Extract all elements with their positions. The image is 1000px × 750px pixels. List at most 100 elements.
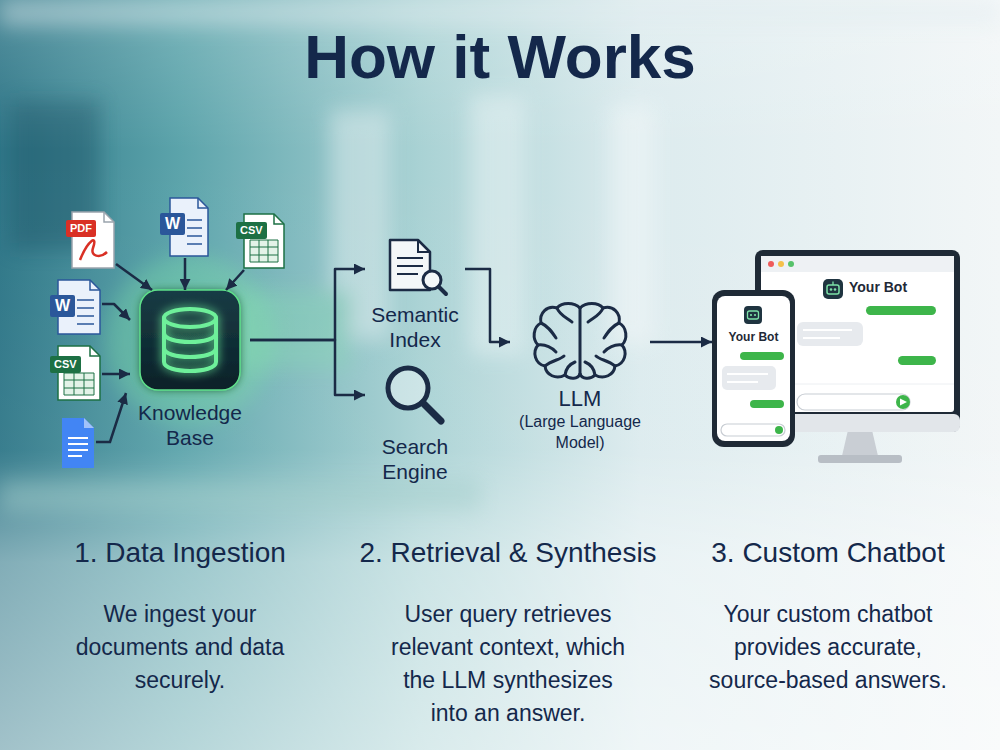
- step-description: We ingest your documents and data secure…: [55, 598, 305, 697]
- file-type-tag: PDF: [66, 220, 96, 237]
- database-icon-part: [140, 290, 240, 390]
- database-icon-part: [164, 309, 216, 371]
- database-icon: [140, 290, 240, 390]
- label-slot: 2. Retrieval & Synthesis: [338, 535, 678, 570]
- monitor-mockup-part: [898, 356, 936, 365]
- llm-node: LLM(Large Language Model): [510, 302, 650, 454]
- step-description: User query retrieves relevant context, w…: [386, 598, 630, 730]
- file-type-tag: CSV: [236, 222, 267, 239]
- monitor-mockup-part: [788, 261, 794, 267]
- monitor-mockup-part: [778, 261, 784, 267]
- phone-mockup-part: [750, 314, 752, 316]
- flow-arrow: [465, 269, 510, 342]
- step-heading: 1. Data Ingestion: [20, 535, 340, 570]
- monitor-mockup-part: [827, 285, 839, 294]
- file-pages-part: [77, 300, 94, 324]
- brain-icon-part-part: [585, 308, 622, 375]
- brain-icon-part: [580, 304, 626, 379]
- flow-arrow: [250, 340, 365, 395]
- label-slot: 3. Custom Chatbot: [678, 535, 978, 570]
- phone-mockup-part: [750, 400, 784, 408]
- background-part: [105, 255, 275, 425]
- phone-mockup-part: [775, 426, 783, 434]
- phone-mockup: [712, 290, 795, 447]
- database-icon-part-part: [164, 309, 216, 327]
- label-slot: We ingest your documents and data secure…: [55, 598, 305, 697]
- file-pages-part: [84, 418, 94, 428]
- index-icon-part: [418, 240, 430, 252]
- phone-mockup-part: [748, 311, 759, 319]
- monitor-mockup-part: [830, 288, 833, 291]
- file-pages-part: [274, 214, 284, 224]
- brain-icon: [534, 304, 626, 379]
- phone-chatbot: Your Bot: [712, 290, 795, 447]
- diagram-title: How it Works: [0, 20, 1000, 94]
- step-heading: 3. Custom Chatbot: [678, 535, 978, 570]
- csv-file-icon: CSV: [236, 214, 286, 270]
- database-icon-part-part: [164, 333, 216, 342]
- monitor-mockup-part: [866, 306, 936, 315]
- monitor-mockup-part: [803, 330, 852, 338]
- monitor-mockup-part: [768, 261, 774, 267]
- label-slot: User query retrieves relevant context, w…: [386, 598, 630, 730]
- monitor-mockup-part: [834, 288, 837, 291]
- csv-file-icon: CSV: [50, 346, 102, 402]
- brain-icon-part: [534, 304, 580, 379]
- flow-arrow: [102, 304, 130, 320]
- step-description: Your custom chatbot provides accurate, s…: [703, 598, 953, 697]
- file-type-tag: W: [160, 213, 185, 235]
- step-heading: 2. Retrieval & Synthesis: [338, 535, 678, 570]
- file-pages: [58, 198, 284, 468]
- phone-mockup-part: [721, 424, 785, 436]
- node-label: Knowledge Base: [130, 400, 250, 450]
- label-slot: 1. Data Ingestion: [20, 535, 340, 570]
- node-subtitle: (Large Language Model): [510, 412, 650, 454]
- monitor-mockup-part: [818, 455, 902, 463]
- label-slot: Your custom chatbot provides accurate, s…: [703, 598, 953, 697]
- brain-icon-part-part: [580, 304, 626, 379]
- phone-mockup-part: [712, 290, 795, 447]
- brain-icon-part-part: [534, 304, 580, 379]
- phone-mockup-part: [727, 374, 768, 382]
- file-pages-part: [250, 240, 278, 262]
- search-engine: Search Engine: [365, 362, 465, 484]
- phone-mockup-part: [744, 306, 762, 324]
- brain-icon-part: [579, 308, 582, 374]
- connectors: [102, 258, 712, 395]
- search-icon-part: [423, 403, 441, 421]
- file-pages-part: [104, 212, 114, 222]
- file-pages-part: [64, 373, 94, 395]
- brain-icon-part-part: [538, 308, 575, 375]
- flow-arrow: [184, 258, 187, 290]
- monitor-chatbot: Your Bot: [755, 250, 960, 432]
- node-label: Search Engine: [365, 434, 465, 484]
- file-pages-part: [62, 418, 94, 468]
- index-icon-part: [439, 287, 446, 294]
- file-pages-part: [68, 438, 88, 456]
- file-pages-part: [90, 280, 100, 290]
- monitor-mockup-part: [797, 322, 863, 346]
- knowledge-base: Knowledge Base: [130, 290, 250, 450]
- flow-arrow: [250, 269, 365, 340]
- node-label: Semantic Index: [365, 302, 465, 352]
- monitor-mockup-part: [896, 395, 910, 409]
- title-slot: How it Works: [0, 20, 1000, 94]
- file-pages-part: [96, 393, 126, 442]
- file-pages-part: [58, 346, 100, 400]
- phone-mockup-part: [754, 314, 756, 316]
- monitor-mockup-part: [832, 282, 833, 286]
- index-icon: [390, 240, 446, 294]
- flow-arrow: [116, 264, 152, 290]
- file-type-tag: W: [50, 295, 75, 317]
- file-pages-part: [198, 198, 208, 208]
- word-file-icon: W: [160, 198, 210, 258]
- monitor-mockup-part: [900, 399, 907, 406]
- monitor-mockup-part: [823, 279, 843, 299]
- file-pages-part: [90, 346, 100, 356]
- flow-arrow: [102, 373, 130, 376]
- file-pages-part: [187, 220, 202, 244]
